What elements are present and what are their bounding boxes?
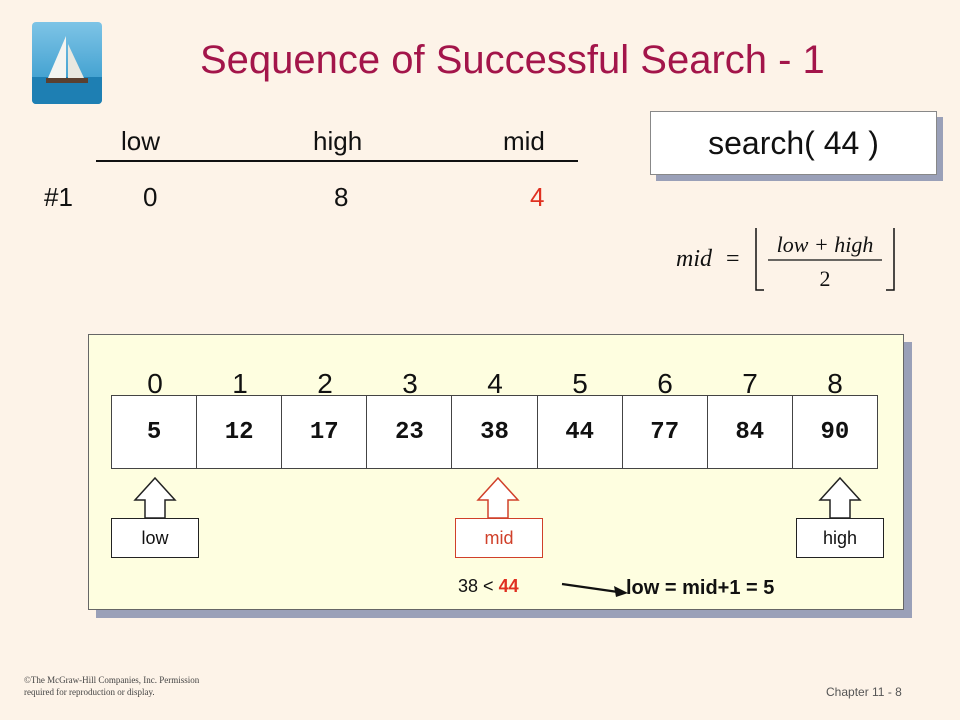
comparison-text: 38 < 44 bbox=[458, 577, 519, 595]
array-index: 1 bbox=[232, 368, 248, 399]
array-cell: 44 bbox=[538, 396, 623, 468]
array-index: 3 bbox=[402, 368, 418, 399]
copyright-line: required for reproduction or display. bbox=[24, 687, 155, 697]
formula-denominator: 2 bbox=[820, 266, 831, 291]
array-index: 5 bbox=[572, 368, 588, 399]
array-index: 7 bbox=[742, 368, 758, 399]
array-cells: 5 12 17 23 38 44 77 84 90 bbox=[111, 395, 878, 469]
header-mid: mid bbox=[503, 126, 545, 156]
array-index: 8 bbox=[827, 368, 843, 399]
logo-image bbox=[32, 22, 102, 104]
array-cell: 5 bbox=[112, 396, 198, 468]
copyright-notice: ©The McGraw-Hill Companies, Inc. Permiss… bbox=[24, 674, 199, 698]
slide-number: Chapter 11 - 8 bbox=[826, 685, 902, 699]
header-low: low bbox=[121, 126, 161, 156]
array-cell: 38 bbox=[452, 396, 538, 468]
row-label: #1 bbox=[44, 182, 73, 212]
header-high: high bbox=[313, 126, 363, 156]
low-pointer-arrow bbox=[133, 476, 177, 519]
mid-formula: mid = low + high 2 bbox=[676, 228, 895, 291]
high-pointer-label: high bbox=[796, 518, 884, 558]
floor-left-bracket bbox=[755, 228, 764, 291]
formula-lhs: mid bbox=[676, 246, 713, 272]
row-high-value: 8 bbox=[334, 182, 349, 212]
array-cell: 17 bbox=[282, 396, 368, 468]
formula-equals: = bbox=[726, 246, 740, 272]
high-pointer-arrow bbox=[818, 476, 862, 519]
floor-right-bracket bbox=[886, 228, 895, 291]
right-arrow-icon bbox=[561, 582, 628, 597]
search-call-box: search( 44 ) bbox=[650, 111, 937, 175]
row-low-value: 0 bbox=[143, 182, 158, 212]
array-cell: 12 bbox=[197, 396, 283, 468]
row-mid-value: 4 bbox=[530, 182, 545, 212]
formula-numerator: low + high bbox=[777, 232, 874, 257]
comparison-operator: < bbox=[483, 576, 494, 596]
low-pointer-label: low bbox=[111, 518, 199, 558]
mid-pointer-label: mid bbox=[455, 518, 543, 558]
array-cell: 84 bbox=[708, 396, 793, 468]
array-index: 0 bbox=[147, 368, 163, 399]
array-index: 4 bbox=[487, 368, 503, 399]
search-call-text: search( 44 ) bbox=[708, 124, 879, 161]
array-cell: 77 bbox=[623, 396, 708, 468]
array-index: 6 bbox=[657, 368, 673, 399]
mid-pointer-arrow bbox=[476, 476, 520, 519]
array-cell: 23 bbox=[367, 396, 453, 468]
slide-title: Sequence of Successful Search - 1 bbox=[200, 38, 825, 82]
copyright-line: ©The McGraw-Hill Companies, Inc. Permiss… bbox=[24, 675, 200, 685]
header-divider bbox=[96, 160, 578, 162]
comparison-rhs: 44 bbox=[498, 576, 519, 596]
array-panel bbox=[88, 334, 904, 610]
array-index: 2 bbox=[317, 368, 333, 399]
comparison-lhs: 38 bbox=[458, 576, 479, 596]
comparison-result: low = mid+1 = 5 bbox=[626, 577, 775, 599]
array-cell: 90 bbox=[820, 418, 850, 446]
